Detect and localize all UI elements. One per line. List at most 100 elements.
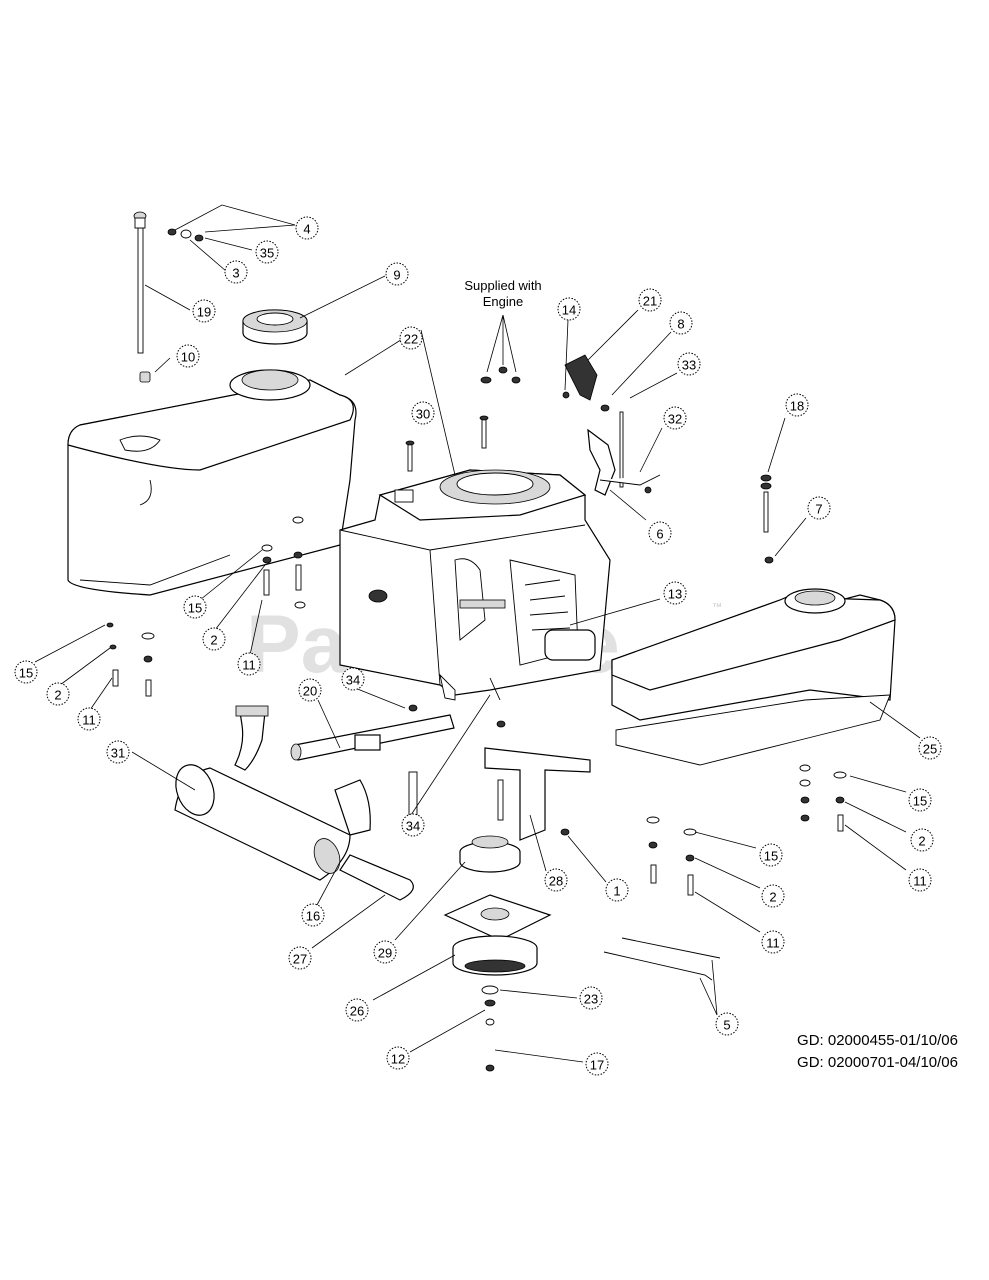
engine [339,469,611,701]
callout-circle [605,878,629,902]
fuel-line-assembly [133,211,204,354]
leader-lines [34,204,921,1063]
watermark-tm: ™ [712,602,722,613]
callout-c15b: 15 [14,660,38,684]
bolt-34 [408,704,418,712]
callout-circle [237,652,261,676]
callout-label: 29 [378,946,392,961]
callout-c30: 30 [411,401,435,425]
callout-label: 26 [350,1004,364,1019]
callout-circle [176,344,200,368]
callout-label: 21 [643,294,657,309]
callout-circle [544,868,568,892]
callout-circle [255,240,279,264]
callout-circle [46,682,70,706]
callout-circle [677,352,701,376]
callout-c12: 12 [386,1046,410,1070]
bracket [484,720,591,841]
callout-c3: 3 [224,260,248,284]
callout-circle [345,998,369,1022]
callout-circle [288,946,312,970]
callout-label: 18 [790,399,804,414]
supplied-note-line1: Supplied with [464,278,541,293]
callout-c21: 21 [638,288,662,312]
callout-label: 11 [242,658,256,673]
callout-c22: 22 [399,326,423,350]
reference-code-1: GD: 02000455-01/10/06 [797,1032,958,1049]
hardware-stack-left-tank [106,516,306,697]
callout-label: 8 [677,317,684,332]
callout-label: 23 [584,992,598,1007]
callout-circle [298,678,322,702]
callout-c34a: 34 [341,667,365,691]
callout-circle [224,260,248,284]
callout-label: 20 [303,684,317,699]
callout-label: 2 [54,688,61,703]
callout-label: 15 [19,666,33,681]
supplied-hardware [480,366,521,384]
clutch-hardware [481,985,499,1072]
hardware-stack-right [646,764,847,896]
callout-c34b: 34 [401,813,425,837]
right-fuel-tank [611,588,896,766]
callout-c35: 35 [255,240,279,264]
callout-c5: 5 [715,1012,739,1036]
callout-c15c: 15 [908,788,932,812]
callout-label: 34 [406,819,420,834]
callout-circle [401,813,425,837]
callout-label: 33 [682,358,696,373]
callout-c27: 27 [288,946,312,970]
callout-label: 19 [197,305,211,320]
control-rods [603,937,721,981]
callout-label: 2 [918,834,925,849]
callout-c19: 19 [192,299,216,323]
fuel-filter [139,371,151,383]
callout-c8: 8 [669,311,693,335]
callout-label: 14 [562,303,576,318]
callout-c20: 20 [298,678,322,702]
callout-label: 4 [303,222,310,237]
callout-label: 13 [668,587,682,602]
callout-label: 35 [260,246,274,261]
callout-label: 15 [913,794,927,809]
supplied-note: Supplied with Engine [464,278,541,309]
callout-c15a: 15 [183,595,207,619]
callout-label: 22 [404,332,418,347]
callout-circle [759,843,783,867]
reference-codes: GD: 02000455-01/10/06 GD: 02000701-04/10… [797,1032,958,1071]
left-fuel-tank [67,369,357,596]
callout-circle [341,667,365,691]
callout-circle [785,393,809,417]
callout-c14: 14 [557,297,581,321]
callout-circle [192,299,216,323]
callout-label: 3 [232,266,239,281]
callout-circle [411,401,435,425]
callout-c18: 18 [785,393,809,417]
dipstick [760,474,774,564]
callout-label: 32 [668,412,682,427]
callout-label: 2 [210,633,217,648]
callout-label: 2 [769,890,776,905]
callout-label: 15 [764,849,778,864]
callout-c26: 26 [345,998,369,1022]
supplied-note-line2: Engine [483,294,523,309]
callout-c31: 31 [106,740,130,764]
callout-c33: 33 [677,352,701,376]
callout-c10: 10 [176,344,200,368]
callout-circle [295,216,319,240]
callout-circle [663,406,687,430]
callout-c13: 13 [663,581,687,605]
callout-c28: 28 [544,868,568,892]
callout-circle [385,262,409,286]
callout-c2b: 2 [46,682,70,706]
callout-circle [715,1012,739,1036]
callout-label: 5 [723,1018,730,1033]
callout-c25: 25 [918,736,942,760]
callout-c1: 1 [605,878,629,902]
callout-circle [918,736,942,760]
callout-label: 16 [306,909,320,924]
callout-c16: 16 [301,903,325,927]
callout-circle [386,1046,410,1070]
exhaust-pipe [290,714,455,761]
callout-label: 34 [346,673,360,688]
